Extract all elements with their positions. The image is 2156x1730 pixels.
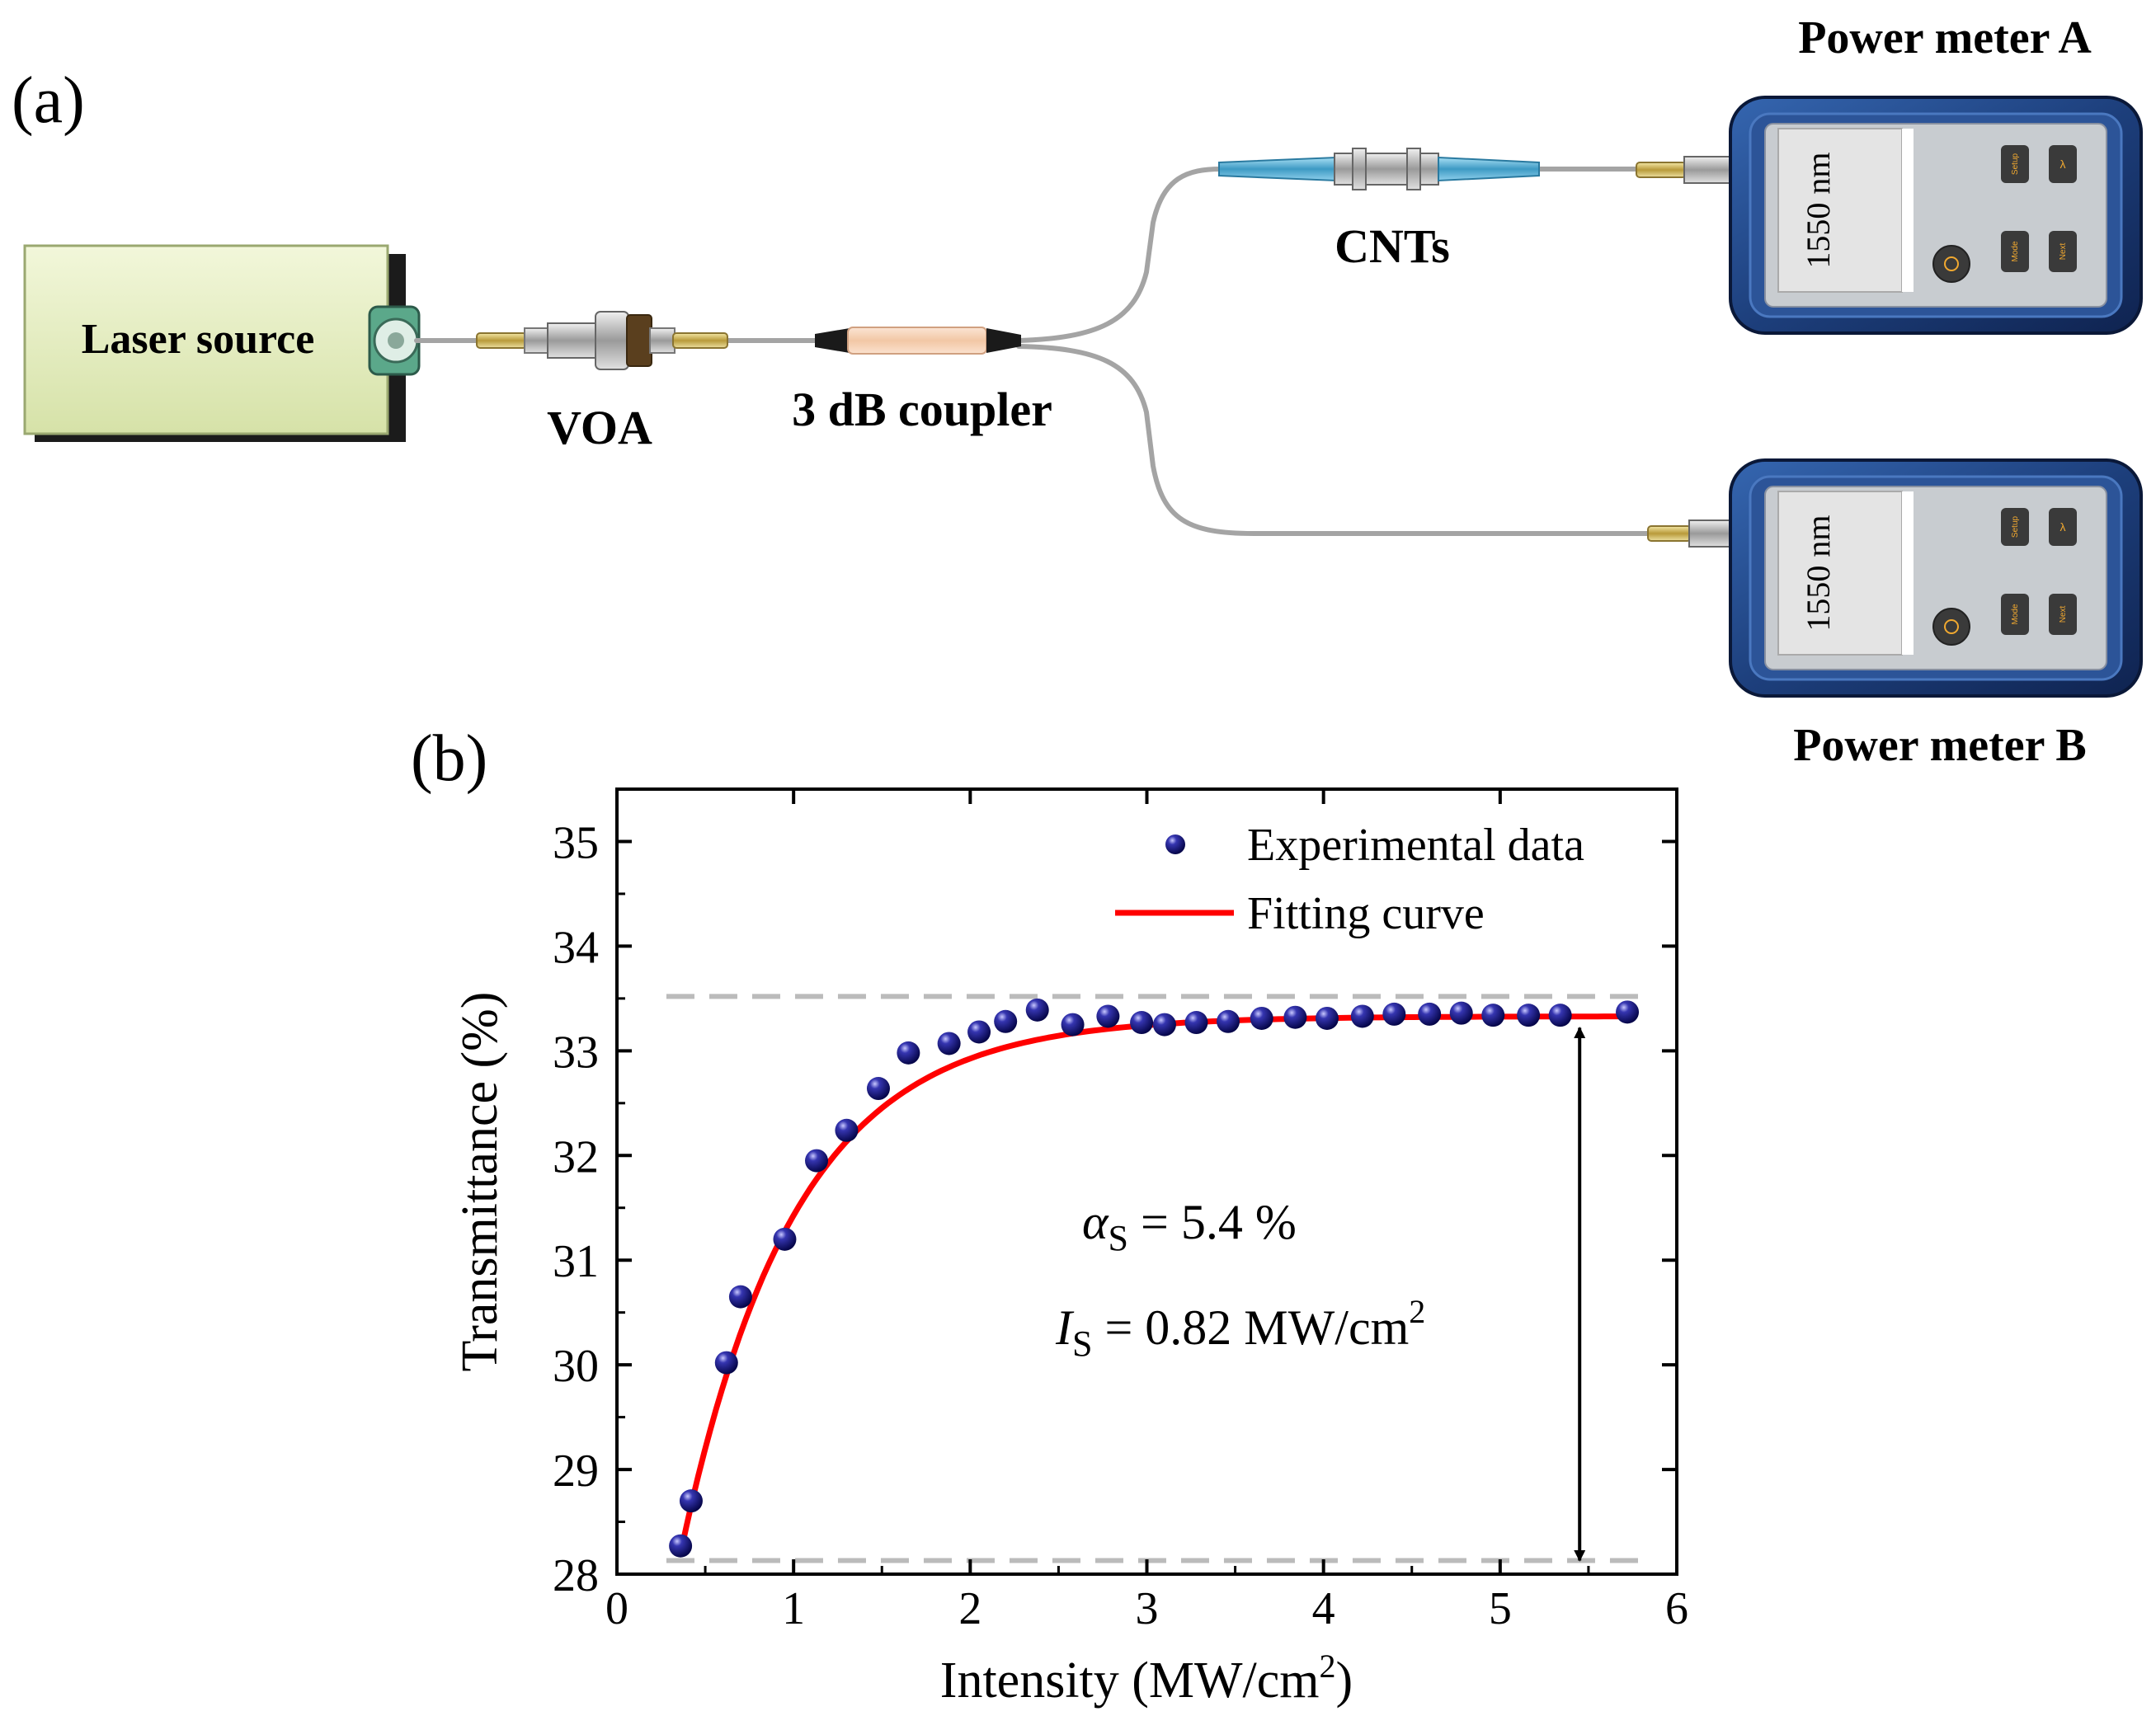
y-tick-label: 32: [553, 1131, 599, 1182]
data-points: [669, 998, 1640, 1558]
power-meter-a-title: Power meter A: [1798, 12, 2092, 63]
fitting-curve-line: [677, 1013, 1627, 1554]
meter-a-power-icon[interactable]: [1932, 245, 1970, 283]
data-point: [1382, 1002, 1406, 1026]
y-tick-label: 30: [553, 1341, 599, 1392]
data-point: [994, 1009, 1018, 1033]
legend-marker-experimental: [1165, 834, 1185, 854]
data-point: [714, 1351, 738, 1375]
meter-connectors: [1636, 156, 1735, 548]
meter-b-button-lambda[interactable]: λ: [2060, 520, 2066, 534]
x-tick-label: 3: [1136, 1583, 1159, 1634]
panel-b-label: (b): [411, 722, 487, 795]
power-meter-b: 1550 nm Setup λ Mode Next Power meter B: [1729, 458, 2143, 771]
power-meter-a: Power meter A 1550 nm Setup λ Mode Next: [1729, 12, 2143, 335]
data-point: [1061, 1013, 1085, 1037]
data-point: [1184, 1011, 1208, 1035]
y-tick-label: 28: [553, 1550, 599, 1601]
annotation-is: IS = 0.82 MW/cm2: [1055, 1293, 1425, 1364]
y-axis-ticks: 28 29 30 31 32 33 34 35: [553, 787, 1677, 1601]
data-point: [1616, 1000, 1640, 1024]
meter-a-button-setup[interactable]: Setup: [2011, 153, 2020, 175]
power-meter-a-display: 1550 nm: [1800, 152, 1837, 268]
power-meter-a-buttons: Setup λ Mode Next: [2001, 145, 2077, 272]
x-tick-label: 4: [1312, 1583, 1335, 1634]
data-point: [1517, 1004, 1541, 1027]
data-point: [1250, 1006, 1273, 1030]
meter-b-power-icon[interactable]: [1932, 608, 1970, 646]
data-point: [1548, 1004, 1572, 1027]
meter-b-button-setup[interactable]: Setup: [2011, 515, 2020, 538]
y-tick-label: 29: [553, 1446, 599, 1497]
x-axis-title: Intensity (MW/cm2): [940, 1648, 1353, 1709]
x-tick-label: 5: [1489, 1583, 1512, 1634]
legend-label-fit: Fitting curve: [1247, 888, 1485, 939]
data-point: [1350, 1004, 1374, 1028]
voa-label: VOA: [547, 401, 652, 454]
cnts-label: CNTs: [1335, 219, 1450, 273]
coupler-label: 3 dB coupler: [792, 383, 1052, 436]
x-tick-label: 2: [958, 1583, 981, 1634]
meter-b-button-mode[interactable]: Mode: [2011, 604, 2020, 624]
power-meter-b-title: Power meter B: [1793, 720, 2087, 771]
cnt-sample: CNTs: [1218, 148, 1540, 273]
reference-lines: [666, 994, 1642, 1563]
x-tick-label: 1: [782, 1583, 805, 1634]
data-point: [1025, 998, 1049, 1022]
panel-a: (a) Laser source VO: [12, 12, 2143, 771]
voa-attenuator: VOA: [476, 311, 728, 454]
data-point: [897, 1041, 920, 1065]
legend: Experimental data Fitting curve: [1115, 820, 1584, 939]
data-point: [967, 1020, 991, 1044]
annotation-alpha-s: αS = 5.4 %: [1082, 1195, 1297, 1258]
data-point: [773, 1227, 797, 1251]
y-tick-label: 31: [553, 1236, 599, 1287]
data-point: [1130, 1011, 1154, 1035]
data-point: [835, 1118, 859, 1142]
legend-label-experimental: Experimental data: [1247, 820, 1584, 871]
fiber-lines: [414, 167, 1652, 536]
data-point: [728, 1285, 752, 1309]
y-tick-label: 33: [553, 1027, 599, 1078]
meter-a-button-mode[interactable]: Mode: [2011, 241, 2020, 261]
fitting-curve-layer: [677, 1013, 1627, 1554]
data-point: [1283, 1005, 1307, 1029]
meter-a-button-lambda[interactable]: λ: [2060, 157, 2066, 171]
x-axis-ticks: 0 1 2 3 4 5 6: [605, 789, 1688, 1634]
y-axis-title: Transmittance (%): [452, 992, 508, 1372]
data-point: [1217, 1009, 1240, 1033]
y-tick-label: 34: [553, 922, 599, 973]
data-point: [1096, 1004, 1120, 1028]
coupler-3db: 3 dB coupler: [792, 327, 1052, 436]
data-point: [866, 1077, 890, 1101]
panel-a-label: (a): [12, 64, 85, 137]
data-point: [1418, 1002, 1442, 1026]
meter-a-button-next[interactable]: Next: [2059, 242, 2068, 260]
data-point: [679, 1489, 703, 1513]
power-meter-b-buttons: Setup λ Mode Next: [2001, 508, 2077, 635]
data-point: [669, 1534, 693, 1558]
plot-frame: [615, 787, 1678, 1576]
data-point: [805, 1149, 829, 1173]
data-point: [1481, 1004, 1505, 1027]
data-point: [1315, 1006, 1339, 1030]
data-point: [1449, 1001, 1473, 1025]
data-point: [937, 1032, 961, 1055]
x-tick-label: 0: [605, 1583, 628, 1634]
data-point: [1152, 1013, 1176, 1037]
y-tick-label: 35: [553, 817, 599, 868]
x-tick-label: 6: [1665, 1583, 1688, 1634]
power-meter-b-display: 1550 nm: [1800, 515, 1837, 631]
laser-source: Laser source: [23, 244, 421, 442]
meter-b-button-next[interactable]: Next: [2059, 605, 2068, 623]
laser-source-label: Laser source: [82, 316, 315, 363]
